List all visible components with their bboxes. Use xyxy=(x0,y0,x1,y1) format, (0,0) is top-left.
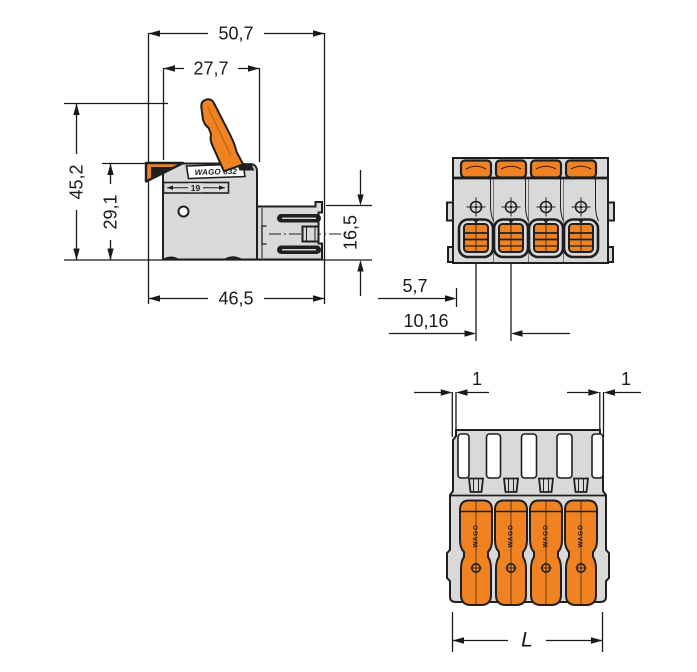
rear-slots xyxy=(457,433,604,479)
lever-logo-text: WAGO xyxy=(508,525,515,548)
dim-total-width: 50,7 xyxy=(148,24,325,44)
dim-gap-right: 1 xyxy=(567,369,641,437)
bottom-view: 1 1 xyxy=(414,369,641,652)
dim-pole-pitch: 10,16 xyxy=(389,263,570,341)
side-lever xyxy=(200,98,245,173)
side-view: 50,7 27,7 45,2 29,1 xyxy=(64,24,372,309)
lever: WAGO xyxy=(564,499,598,606)
front-poles xyxy=(457,159,600,259)
test-hole xyxy=(177,205,190,218)
strip-gauge: 19 xyxy=(162,181,230,194)
lever: WAGO xyxy=(459,499,493,606)
lever: WAGO xyxy=(529,499,563,606)
wago-logo-text: WAGO 832 xyxy=(195,167,238,177)
side-view-housing: 19 WAGO 832 xyxy=(144,98,346,261)
dim-housing-height-label: 29,1 xyxy=(101,194,121,229)
lever-logo-text: WAGO xyxy=(473,525,480,548)
bottom-levers: WAGO WAGO WAGO xyxy=(459,499,598,606)
dim-gap-right-label: 1 xyxy=(621,369,631,389)
dim-gap-left-label: 1 xyxy=(472,369,482,389)
dim-pole-pitch-label: 10,16 xyxy=(403,311,448,331)
dim-total-length: L xyxy=(451,612,604,652)
hinge-clips xyxy=(467,477,590,493)
dim-total-height: 45,2 xyxy=(67,103,87,260)
clamp-detail xyxy=(301,225,320,243)
front-pole xyxy=(562,159,600,259)
hinge-triangle xyxy=(144,161,185,183)
dim-edge-offset-label: 5,7 xyxy=(402,276,427,296)
dim-housing-width: 46,5 xyxy=(148,289,325,309)
front-pole xyxy=(492,159,530,259)
strip-gauge-label: 19 xyxy=(191,183,201,193)
dim-lever-width-label: 27,7 xyxy=(193,59,228,79)
front-pole xyxy=(527,159,565,259)
dim-total-length-label: L xyxy=(521,629,533,652)
dim-housing-width-label: 46,5 xyxy=(218,289,253,309)
lever-logo-text: WAGO xyxy=(578,525,585,548)
lever-logo-text: WAGO xyxy=(543,525,550,548)
dim-edge-offset: 5,7 xyxy=(378,276,458,307)
dim-total-height-label: 45,2 xyxy=(67,164,87,199)
dim-plug-height: 16,5 xyxy=(341,170,364,296)
dim-plug-height-label: 16,5 xyxy=(341,215,361,250)
front-view: 5,7 10,16 xyxy=(378,157,615,341)
dim-lever-width: 27,7 xyxy=(163,59,260,79)
dim-housing-height: 29,1 xyxy=(101,163,121,260)
lever: WAGO xyxy=(494,499,528,606)
dim-gap-left: 1 xyxy=(414,369,489,437)
dim-total-width-label: 50,7 xyxy=(218,24,253,44)
